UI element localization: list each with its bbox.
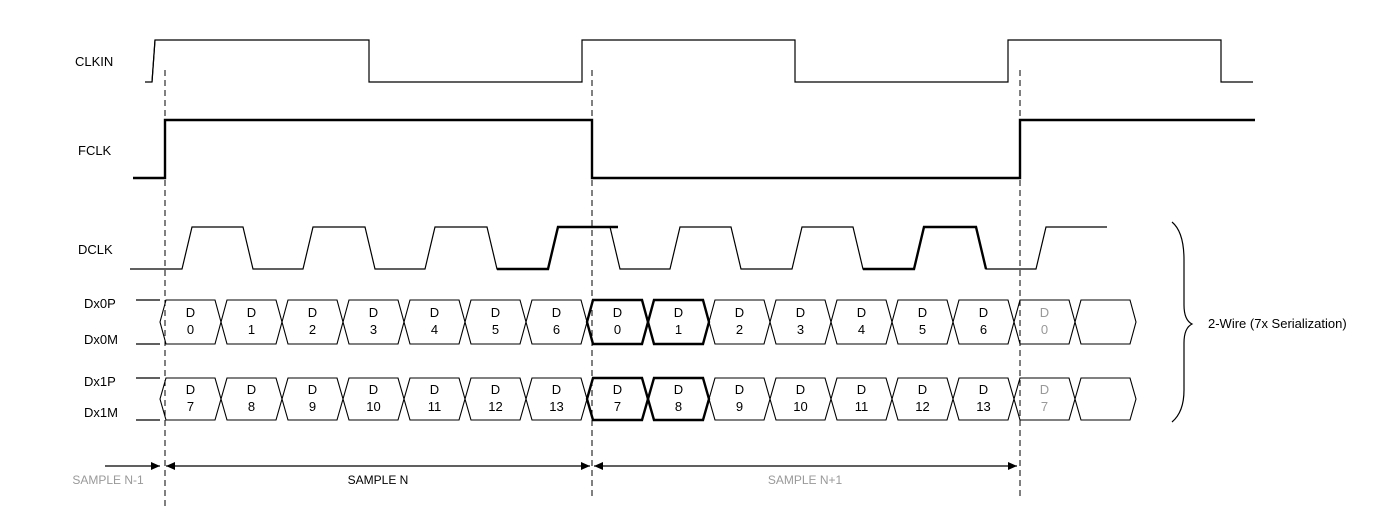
sample-prev-label: SAMPLE N-1 — [72, 473, 144, 487]
sample-prev-arrowhead — [151, 462, 160, 470]
data-lanes: D0D1D2D3D4D5D6D0D1D2D3D4D5D6D0D7D8D9D10D… — [136, 298, 1137, 422]
lane0-bit-index: 1 — [248, 322, 255, 337]
lane1-bit-index: 12 — [488, 399, 502, 414]
lane1-bit-index: 8 — [675, 399, 682, 414]
fclk-waveform — [133, 118, 1255, 180]
lane1-bit-index: 9 — [736, 399, 743, 414]
lane1-bit-letter: D — [186, 382, 195, 397]
lane0-bit-index: 0 — [614, 322, 621, 337]
clkin-label: CLKIN — [75, 54, 113, 69]
lane0-bit-letter: D — [613, 305, 622, 320]
lane0-bit-index: 4 — [858, 322, 865, 337]
lane0-bit-letter: D — [1040, 305, 1049, 320]
lane0-bit-index: 4 — [431, 322, 438, 337]
dx1m-label: Dx1M — [84, 405, 118, 420]
dclk-waveform — [130, 226, 1107, 270]
lane0-bit-letter: D — [552, 305, 561, 320]
lane0-bit-letter: D — [247, 305, 256, 320]
lane0-bit-letter: D — [308, 305, 317, 320]
lane0-bit-index: 6 — [980, 322, 987, 337]
lane1-bit-index: 7 — [187, 399, 194, 414]
lane1-bit-letter: D — [552, 382, 561, 397]
lane0-bit-letter: D — [674, 305, 683, 320]
lane1-bit-letter: D — [979, 382, 988, 397]
lane1-lead-in — [136, 377, 160, 421]
lane0-bit-index: 5 — [919, 322, 926, 337]
lane0-bit-index: 5 — [492, 322, 499, 337]
lane1-bit-letter: D — [430, 382, 439, 397]
lane0-bit-letter: D — [430, 305, 439, 320]
lane1-bit-letter: D — [247, 382, 256, 397]
lane1-bit-index: 10 — [366, 399, 380, 414]
lane1-bit-letter: D — [491, 382, 500, 397]
lane-brace — [1171, 221, 1194, 423]
lane1-bit-index: 13 — [549, 399, 563, 414]
clkin-slow-edge — [151, 39, 156, 83]
lane1-bit-letter: D — [735, 382, 744, 397]
lane0-lead-in — [136, 299, 160, 345]
lane0-bit-letter: D — [796, 305, 805, 320]
lane0-bit-letter: D — [979, 305, 988, 320]
lane1-bit-index: 8 — [248, 399, 255, 414]
clkin-waveform — [145, 39, 1253, 83]
dx0p-label: Dx0P — [84, 296, 116, 311]
lane1-bit-letter: D — [918, 382, 927, 397]
lane1-bit-index: 7 — [1041, 399, 1048, 414]
dclk-bold-segment-a — [497, 225, 618, 271]
lane1-bit-index: 12 — [915, 399, 929, 414]
sample-next-arrowhead-left — [594, 462, 603, 470]
sample-next-arrowhead-right — [1008, 462, 1017, 470]
lane1-bit-index: 11 — [855, 399, 869, 414]
sample-current-arrowhead-right — [581, 462, 590, 470]
lane0-bit-index: 0 — [187, 322, 194, 337]
lane0-bit-cell — [1074, 299, 1137, 345]
lane1-bit-index: 10 — [793, 399, 807, 414]
lane0-bit-index: 2 — [736, 322, 743, 337]
dx0m-label: Dx0M — [84, 332, 118, 347]
sample-arrows — [105, 462, 1017, 470]
lane1-bit-letter: D — [796, 382, 805, 397]
lane0-bit-letter: D — [735, 305, 744, 320]
lane0-bit-letter: D — [857, 305, 866, 320]
lane0-bit-letter: D — [918, 305, 927, 320]
sample-next-label: SAMPLE N+1 — [768, 473, 843, 487]
lane1-bit-index: 13 — [976, 399, 990, 414]
lane0-bit-index: 0 — [1041, 322, 1048, 337]
lane0-bit-index: 3 — [797, 322, 804, 337]
dclk-label: DCLK — [78, 242, 113, 257]
lane1-bit-letter: D — [613, 382, 622, 397]
dx1p-label: Dx1P — [84, 374, 116, 389]
lane1-bit-letter: D — [857, 382, 866, 397]
fclk-label: FCLK — [78, 143, 112, 158]
lane0-bit-letter: D — [186, 305, 195, 320]
lane0-bit-index: 1 — [675, 322, 682, 337]
lane1-bit-cell — [1074, 377, 1137, 421]
lane0-bit-letter: D — [491, 305, 500, 320]
lane1-bit-letter: D — [1040, 382, 1049, 397]
dclk-bold-segment-b — [863, 225, 988, 271]
lane1-bit-letter: D — [369, 382, 378, 397]
lane0-bit-index: 2 — [309, 322, 316, 337]
lane0-bit-letter: D — [369, 305, 378, 320]
sample-current-label: SAMPLE N — [348, 473, 409, 487]
lane1-bit-index: 9 — [309, 399, 316, 414]
sample-current-arrowhead-left — [166, 462, 175, 470]
lane0-bit-index: 6 — [553, 322, 560, 337]
lane1-bit-index: 7 — [614, 399, 621, 414]
lane1-bit-letter: D — [674, 382, 683, 397]
lane1-bit-index: 11 — [428, 399, 442, 414]
lane0-bit-index: 3 — [370, 322, 377, 337]
lane1-bit-letter: D — [308, 382, 317, 397]
brace-label: 2-Wire (7x Serialization) — [1208, 316, 1347, 331]
